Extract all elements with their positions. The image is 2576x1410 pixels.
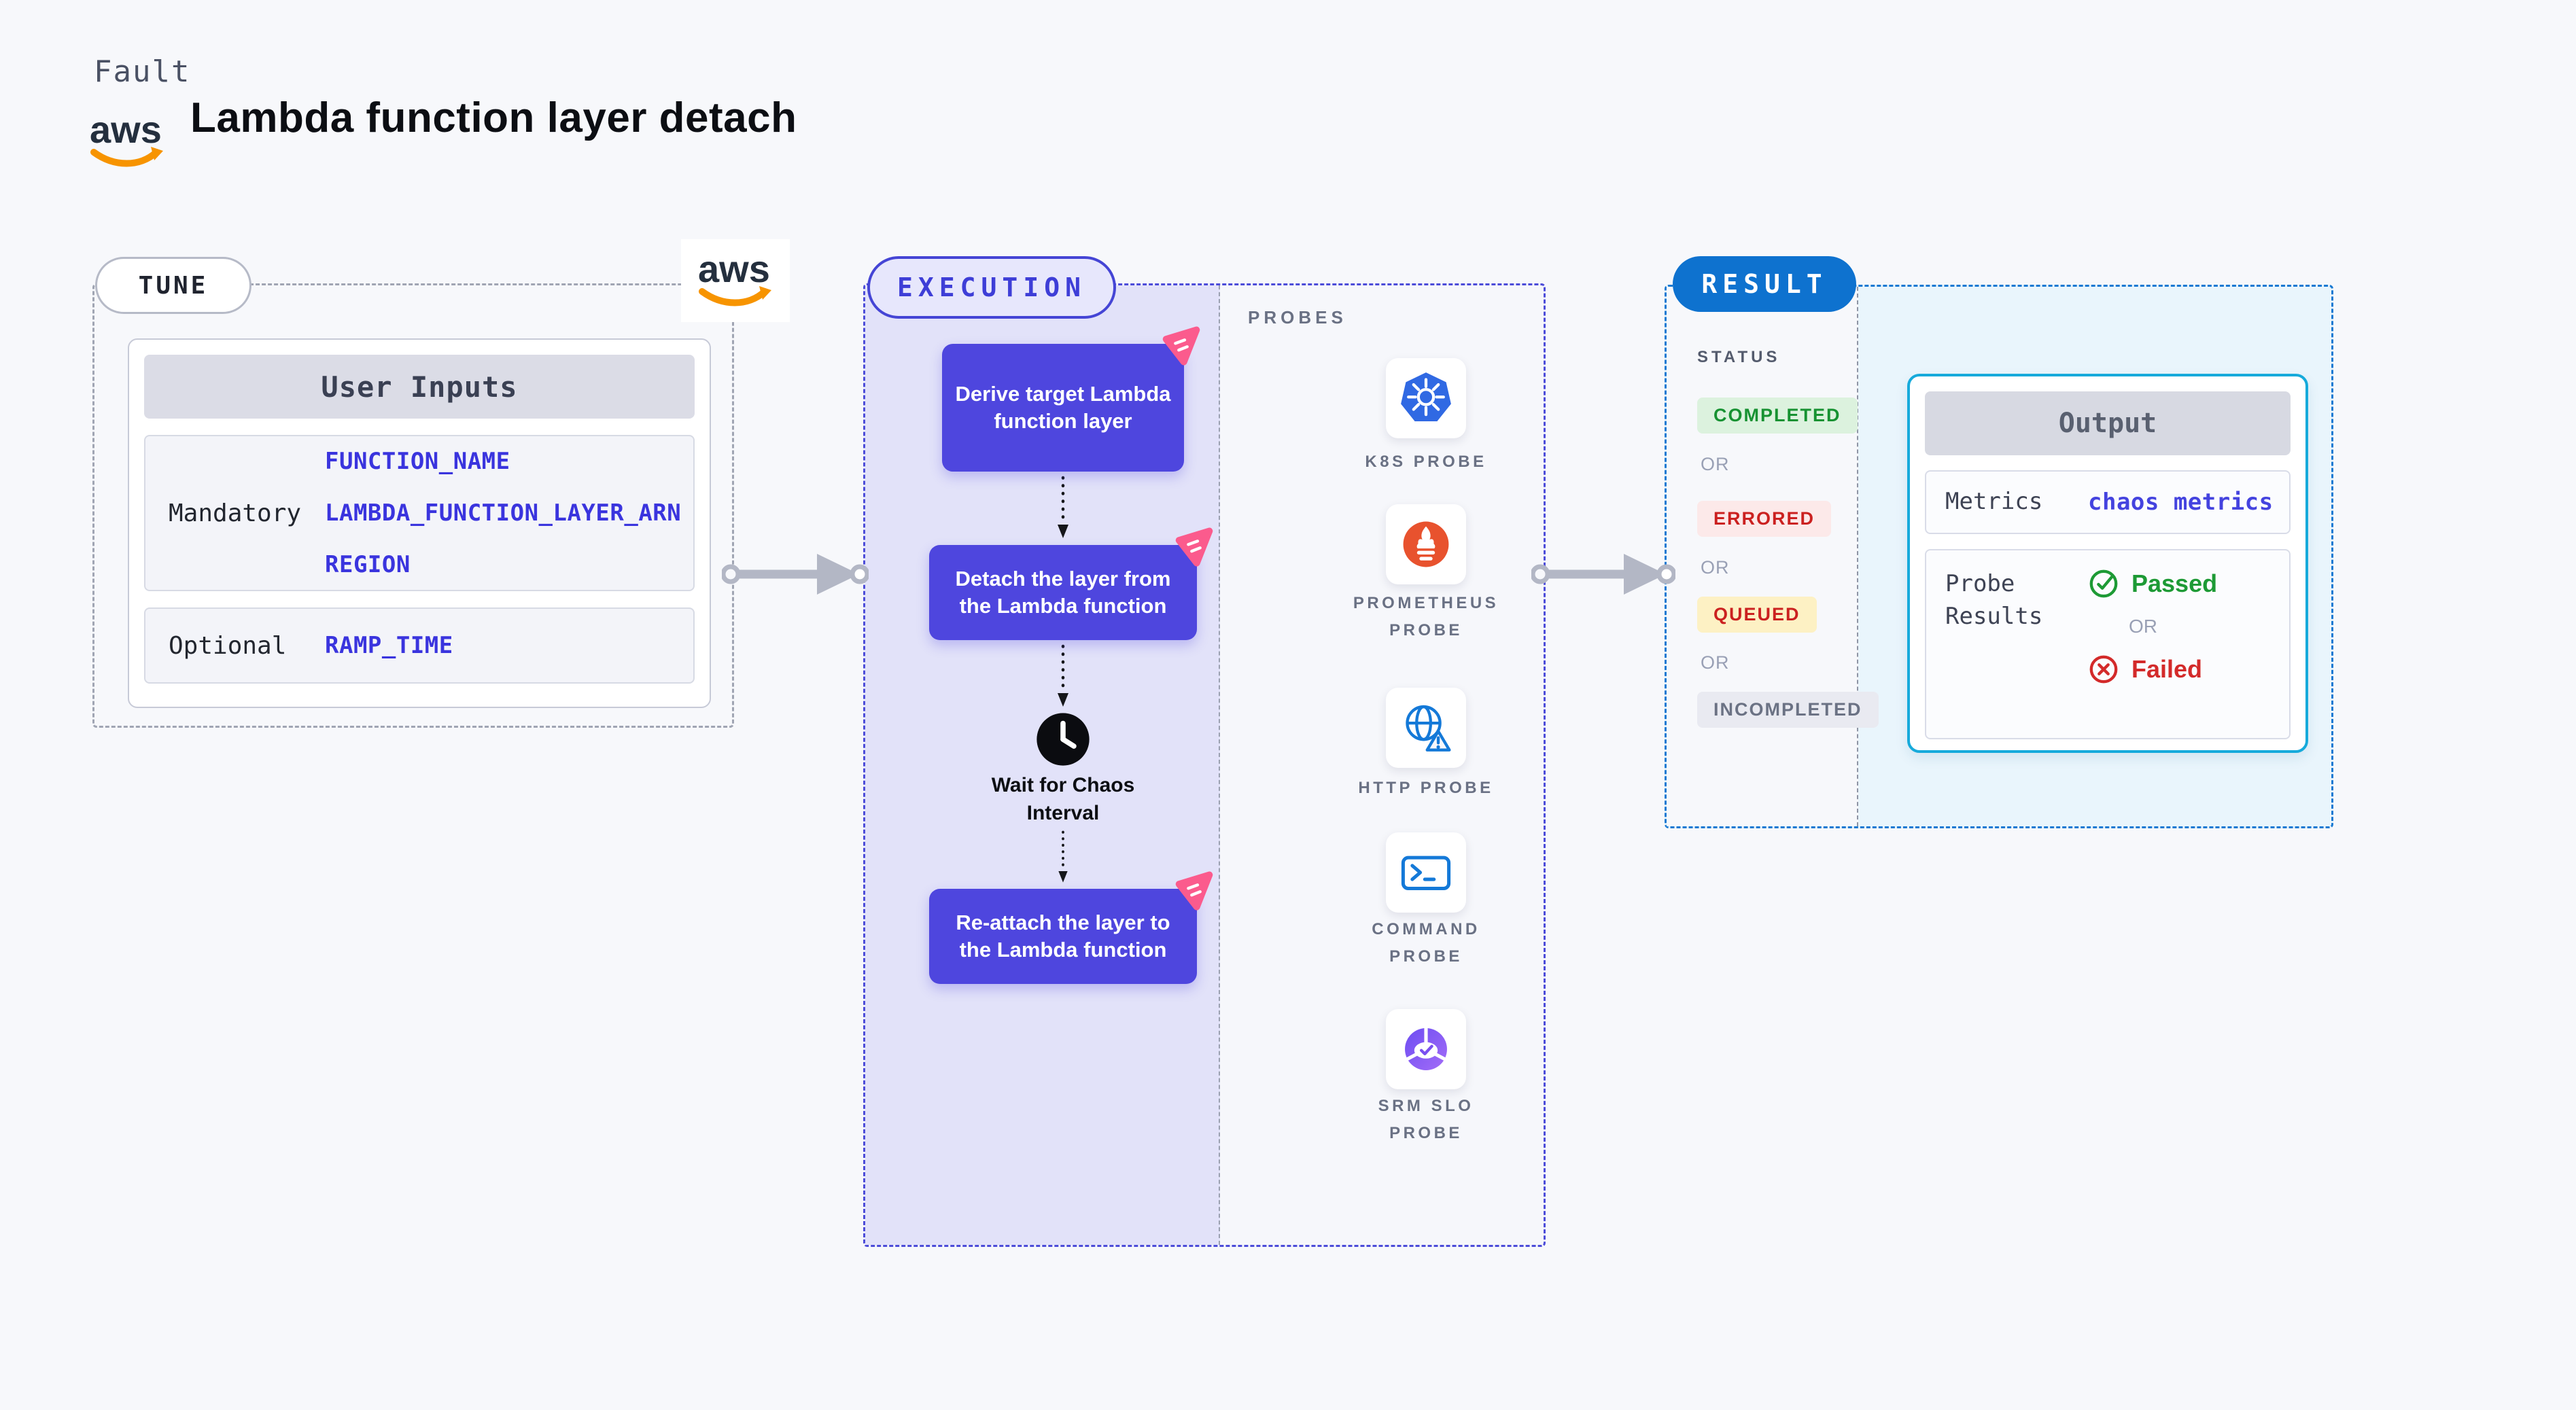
aws-smile-icon [90,149,160,167]
passed-label: Passed [2131,569,2218,597]
aws-logo-text: aws [698,247,770,290]
probe-card-srm-slo [1386,1009,1466,1089]
probe-label: SRM SLO PROBE [1378,1097,1474,1142]
step-text: Derive target Lambda function layer [955,381,1171,433]
check-circle-icon [2089,569,2118,598]
aws-logo-text: aws [90,108,162,151]
chaos-fault-icon [1175,527,1213,567]
input-value: RAMP_TIME [325,632,453,659]
execution-to-result-arrow [1531,554,1675,595]
probe-results-row: Probe Results Passed OR Failed [1925,549,2291,739]
aws-logo-tune: aws [681,239,790,322]
output-header: Output [1925,391,2291,455]
tune-pill: TUNE [95,257,251,314]
or-separator: OR [2129,616,2157,637]
or-separator: OR [1701,652,1730,673]
status-heading: STATUS [1697,348,1781,366]
probe-results-label: Probe Results [1945,570,2043,630]
probe-failed: Failed [2088,654,2217,685]
step-reattach-layer: Re-attach the layer to the Lambda functi… [929,871,1213,984]
row-label: Mandatory [169,499,302,527]
execution-pill: EXECUTION [867,256,1116,319]
tune-section [92,283,734,728]
metrics-row: Metrics chaos metrics [1925,470,2291,534]
fault-kicker: Fault [94,54,191,89]
page-title: Lambda function layer detach [190,94,797,141]
step-derive-layer: Derive target Lambda function layer [942,326,1200,472]
status-badge-errored: ERRORED [1697,501,1832,537]
user-inputs-header: User Inputs [144,355,695,419]
terminal-icon [1401,856,1451,891]
result-pill: RESULT [1673,256,1856,312]
or-separator: OR [1701,454,1730,474]
chaos-fault-icon [1162,326,1200,366]
user-inputs-table: User Inputs Mandatory FUNCTION_NAME LAMB… [128,338,711,708]
slo-donut-icon [1405,1027,1447,1070]
flow-arrow-down [1058,644,1068,707]
x-circle-icon [2089,655,2118,684]
step-wait-chaos-interval: Wait for Chaos Interval [991,774,1135,824]
input-value: REGION [325,551,411,578]
flow-arrow-down [1058,476,1068,538]
step-text: Detach the layer from the Lambda functio… [955,566,1171,618]
flow-arrow-down [1058,830,1068,883]
probe-label: PROMETHEUS PROBE [1353,594,1499,639]
clock-icon [1034,711,1092,768]
probe-card-http [1386,688,1466,768]
aws-smile-icon [699,288,768,306]
metrics-label: Metrics [1945,488,2043,516]
chaos-metrics-link[interactable]: chaos metrics [2088,489,2274,516]
input-value: FUNCTION_NAME [325,448,510,475]
probe-card-k8s [1386,358,1466,438]
status-badge-completed: COMPLETED [1697,398,1858,434]
http-globe-icon [1406,705,1451,752]
probe-card-command [1386,832,1466,913]
status-column [1667,287,1858,826]
status-badge-queued: QUEUED [1697,597,1817,633]
row-label: Optional [169,631,287,660]
prometheus-icon [1403,521,1449,567]
table-row-mandatory: Mandatory FUNCTION_NAME LAMBDA_FUNCTION_… [144,435,695,591]
output-table: Output Metrics chaos metrics Probe Resul… [1907,374,2308,753]
status-badge-incompleted: INCOMPLETED [1697,692,1879,728]
chaos-fault-icon [1175,871,1213,911]
probe-label: COMMAND PROBE [1372,920,1480,966]
table-row-optional: Optional RAMP_TIME [144,607,695,684]
step-detach-layer: Detach the layer from the Lambda functio… [929,527,1213,640]
probe-card-prometheus [1386,504,1466,584]
input-value: LAMBDA_FUNCTION_LAYER_ARN [325,499,682,527]
failed-label: Failed [2131,655,2203,683]
kubernetes-icon [1401,372,1451,422]
probe-label: K8S PROBE [1365,453,1487,471]
aws-logo: aws [87,107,167,175]
tune-to-execution-arrow [722,554,869,595]
step-text: Re-attach the layer to the Lambda functi… [956,910,1170,962]
probe-label: HTTP PROBE [1358,779,1494,797]
probe-passed: Passed [2088,568,2217,599]
probes-heading: PROBES [1248,307,1347,328]
or-separator: OR [1701,557,1730,578]
